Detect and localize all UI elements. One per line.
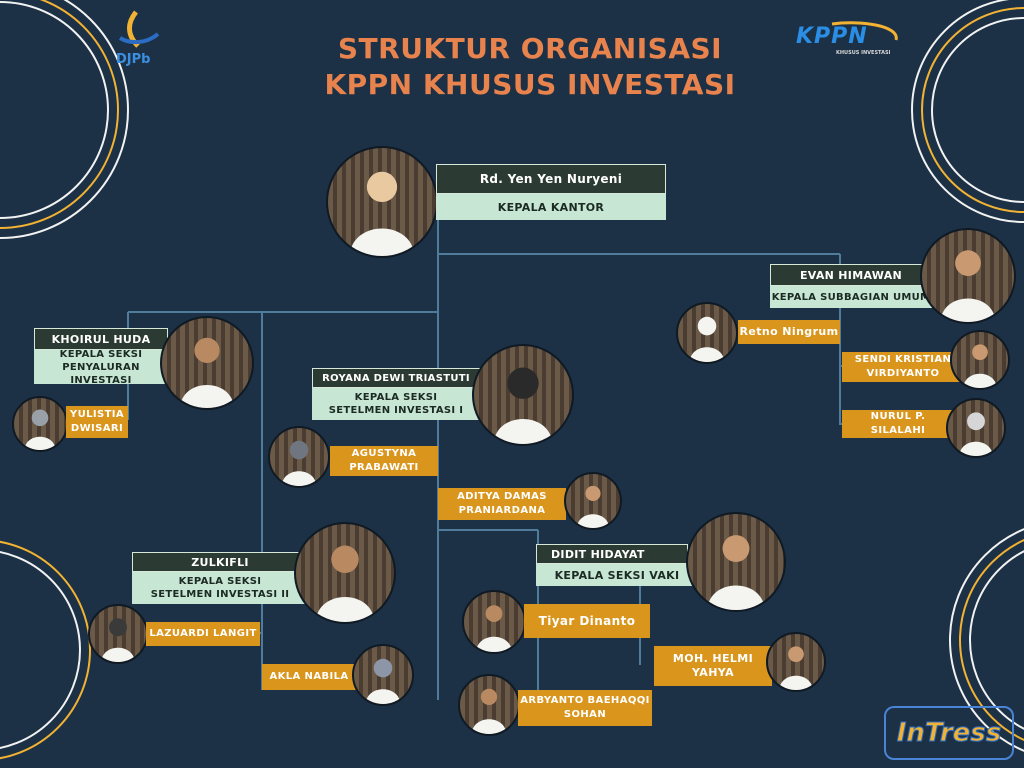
staff-lazuardi: LAZUARDI LANGIT xyxy=(146,622,260,646)
person-icon xyxy=(180,337,234,408)
photo-kepala-kantor xyxy=(326,146,438,258)
person-icon xyxy=(281,440,317,486)
staff-sendi-text: SENDI KRISTIAN VIRDIYANTO xyxy=(854,354,952,379)
staff-arbyanto: ARBYANTO BAEHAQQI SOHAN xyxy=(518,690,652,726)
photo-staff-yulistia xyxy=(12,396,68,452)
photo-staff-agustyna xyxy=(268,426,330,488)
ring-bottom-left xyxy=(0,540,91,760)
ring-bottom-right xyxy=(949,528,1024,752)
person-icon xyxy=(963,344,997,388)
photo-kasi-setelmen-2 xyxy=(294,522,396,624)
staff-yulistia: YULISTIA DWISARI xyxy=(66,406,128,438)
person-icon xyxy=(707,535,765,610)
staff-aditya-line1: ADITYA DAMAS xyxy=(457,491,547,502)
staff-agustyna-line1: AGUSTYNA xyxy=(351,448,417,459)
person-icon xyxy=(349,171,415,256)
person-icon xyxy=(476,605,512,652)
name-kasi-setelmen-2: ZULKIFLI xyxy=(132,552,308,572)
person-icon xyxy=(24,409,56,450)
staff-yulistia-line2: DWISARI xyxy=(70,423,124,434)
photo-staff-aditya xyxy=(564,472,622,530)
photo-kasi-penyaluran xyxy=(160,316,254,410)
ring-top-left xyxy=(0,0,129,239)
photo-staff-akla xyxy=(352,644,414,706)
staff-sendi: SENDI KRISTIAN VIRDIYANTO xyxy=(842,352,964,382)
kppn-swoosh-icon xyxy=(831,21,898,41)
kppn-logo-text: KPPN xyxy=(796,24,868,49)
name-kasi-vaki: DIDIT HIDAYAT xyxy=(536,544,688,564)
intress-logo-text: InTress xyxy=(896,718,1002,749)
staff-agustyna: AGUSTYNA PRABAWATI xyxy=(330,446,438,476)
photo-kasubbag-umum xyxy=(920,228,1016,324)
role-kasi-penyaluran: KEPALA SEKSI PENYALURAN INVESTASI xyxy=(34,348,168,386)
role-kasi-setelmen-2-line1: KEPALA SEKSI xyxy=(178,576,262,587)
role-kasi-setelmen-1-line1: KEPALA SEKSI xyxy=(354,392,438,403)
staff-nurul: NURUL P. SILALAHI xyxy=(842,410,954,438)
staff-helmi-line2: YAHYA xyxy=(691,666,735,679)
photo-staff-arbyanto xyxy=(458,674,520,736)
title-line-2: KPPN KHUSUS INVESTASI xyxy=(324,68,736,101)
staff-retno: Retno Ningrum xyxy=(738,320,840,344)
role-kepala-kantor: KEPALA KANTOR xyxy=(436,194,666,220)
role-kasi-vaki: KEPALA SEKSI VAKI xyxy=(536,564,698,586)
name-kasi-setelmen-1: ROYANA DEWI TRIASTUTI xyxy=(312,368,480,388)
kppn-logo: KPPN KHUSUS INVESTASI xyxy=(792,20,904,60)
photo-kasi-setelmen-1 xyxy=(472,344,574,446)
person-icon xyxy=(779,646,813,690)
djpb-logo: DJPb xyxy=(108,8,168,70)
staff-tiyar: Tiyar Dinanto xyxy=(524,604,650,638)
photo-kasi-vaki xyxy=(686,512,786,612)
kppn-logo-subtext: KHUSUS INVESTASI xyxy=(836,50,891,56)
person-icon xyxy=(365,658,401,704)
title-line-1: STRUKTUR ORGANISASI xyxy=(337,32,723,65)
djpb-emblem-icon xyxy=(118,10,160,48)
role-kasi-penyaluran-line1: KEPALA SEKSI xyxy=(59,348,143,360)
photo-staff-sendi xyxy=(950,330,1010,390)
staff-helmi-line1: MOH. HELMI xyxy=(672,652,754,665)
staff-helmi: MOH. HELMI YAHYA xyxy=(654,646,772,686)
photo-staff-tiyar xyxy=(462,590,526,654)
role-kasi-setelmen-2-line2: SETELMEN INVESTASI II xyxy=(150,589,290,600)
photo-staff-retno xyxy=(676,302,738,364)
person-icon xyxy=(940,250,996,322)
intress-logo: InTress xyxy=(884,706,1014,760)
staff-nurul-text: NURUL P. SILALAHI xyxy=(870,411,926,436)
role-kasi-penyaluran-line2: PENYALURAN INVESTASI xyxy=(62,361,140,386)
name-kepala-kantor: Rd. Yen Yen Nuryeni xyxy=(436,164,666,194)
staff-aditya-line2: PRANIARDANA xyxy=(458,505,546,516)
staff-yulistia-line1: YULISTIA xyxy=(69,409,125,420)
name-kasubbag-umum: EVAN HIMAWAN xyxy=(770,264,932,286)
role-kasi-setelmen-1-line2: SETELMEN INVESTASI I xyxy=(328,405,464,416)
staff-agustyna-line2: PRABAWATI xyxy=(349,462,419,473)
staff-akla: AKLA NABILA xyxy=(262,664,356,690)
person-icon xyxy=(101,618,135,662)
name-kasi-penyaluran: KHOIRUL HUDA xyxy=(34,328,168,350)
staff-aditya: ADITYA DAMAS PRANIARDANA xyxy=(438,488,566,520)
person-icon xyxy=(493,367,553,444)
role-kasi-setelmen-2: KEPALA SEKSI SETELMEN INVESTASI II xyxy=(132,572,308,604)
person-icon xyxy=(959,412,993,456)
ring-top-right xyxy=(911,0,1024,223)
role-kasubbag-umum: KEPALA SUBBAGIAN UMUM xyxy=(770,286,932,308)
role-kasi-setelmen-1: KEPALA SEKSI SETELMEN INVESTASI I xyxy=(312,388,480,420)
staff-arbyanto-line2: SOHAN xyxy=(563,709,607,720)
photo-staff-lazuardi xyxy=(88,604,148,664)
person-icon xyxy=(471,688,507,734)
person-icon xyxy=(315,545,375,622)
person-icon xyxy=(576,485,610,528)
person-icon xyxy=(689,316,725,362)
photo-staff-helmi xyxy=(766,632,826,692)
photo-staff-nurul xyxy=(946,398,1006,458)
djpb-logo-text: DJPb xyxy=(116,52,151,67)
staff-arbyanto-line1: ARBYANTO BAEHAQQI xyxy=(520,695,650,706)
